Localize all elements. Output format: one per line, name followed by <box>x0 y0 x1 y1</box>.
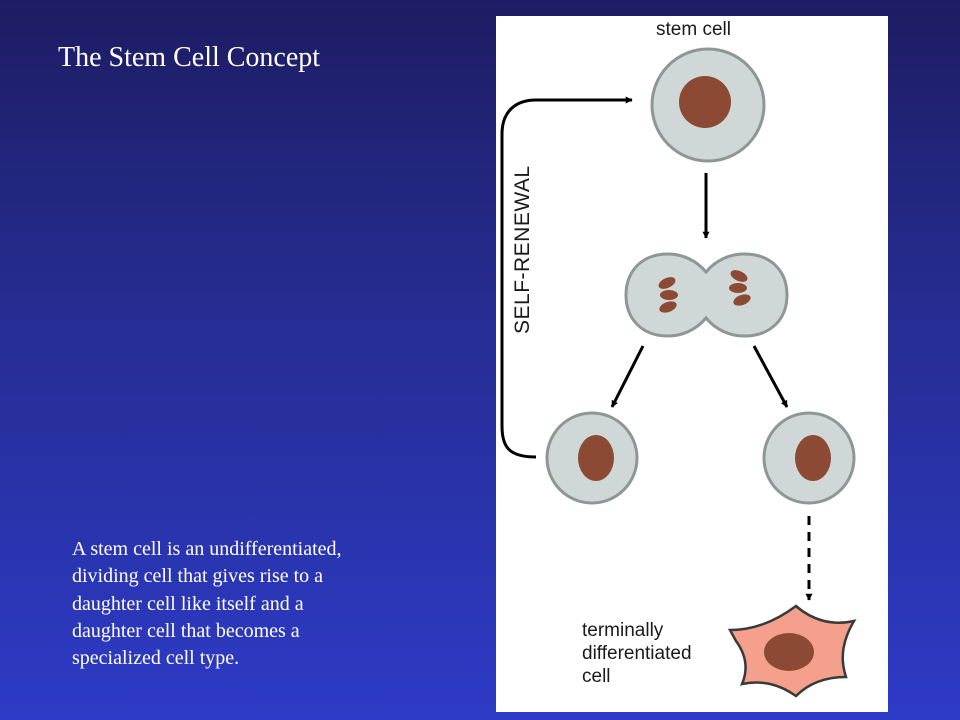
description-text: A stem cell is an undifferentiated, divi… <box>72 536 472 672</box>
description-line: daughter cell like itself and a <box>72 592 304 615</box>
self-renewal-arrow <box>500 96 633 459</box>
daughter-cell-self-renewing <box>545 411 639 505</box>
description-line: specialized cell type. <box>72 647 240 670</box>
stem-cell <box>650 47 766 163</box>
differentiated-label-line-3: cell <box>582 666 611 687</box>
description-line: A stem cell is an undifferentiated, <box>72 538 342 560</box>
terminally-differentiated-cell <box>727 604 857 698</box>
self-renewal-label: SELF-RENEWAL <box>511 165 534 334</box>
slide-title: The Stem Cell Concept <box>58 42 321 73</box>
differentiated-label-line-2: differentiated <box>582 643 692 664</box>
stem-cell-label: stem cell <box>656 19 731 40</box>
daughter-cell-differentiating <box>762 411 856 505</box>
differentiated-label-line-1: terminally <box>582 620 664 641</box>
description-line: daughter cell that becomes a <box>72 619 300 642</box>
arrow-left-branch <box>610 345 645 408</box>
dividing-cell <box>624 252 789 338</box>
stem-cell-diagram: stem cell SELF-RENEWAL <box>496 16 888 712</box>
description-line: dividing cell that gives rise to a <box>72 565 324 588</box>
diagram-canvas: stem cell SELF-RENEWAL <box>500 19 857 698</box>
arrow-right-branch <box>752 345 789 408</box>
